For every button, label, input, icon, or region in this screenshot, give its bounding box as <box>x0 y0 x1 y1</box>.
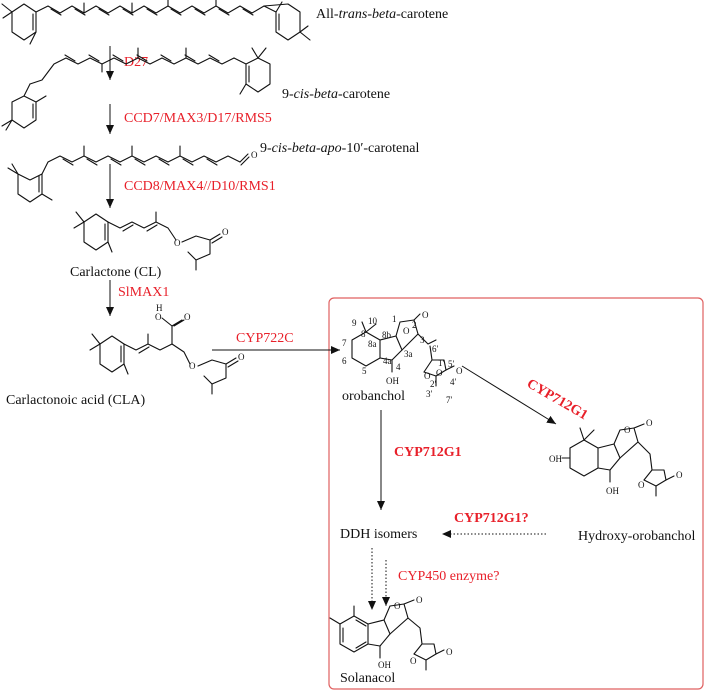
acid-carbonyl-oxygen: O <box>184 312 191 322</box>
9-cis-beta-carotene-structure <box>1 47 271 131</box>
enzyme-cyp712g1-down: CYP712G1 <box>394 445 462 460</box>
oro-carbonyl-oxygen: O <box>422 310 429 320</box>
carlactone-structure <box>73 211 223 271</box>
solanacol-structure <box>329 599 445 671</box>
apo-carotenal-label: 9-cis-beta-apo-10′-carotenal <box>260 141 419 156</box>
hydroxy-oro-carbonyl-oxygen: O <box>646 418 653 428</box>
solanacol-carbonyl-oxygen: O <box>416 595 423 605</box>
orobanchol-structure <box>351 313 455 387</box>
oro-num-8: 8 <box>361 329 366 339</box>
oro-num-5: 5 <box>362 366 367 376</box>
cla-ether-oxygen: O <box>189 361 196 371</box>
oro-num-2p: 2′ <box>430 379 437 389</box>
oro-num-2: 2 <box>412 320 417 330</box>
solanacol-ring-oxygen: O <box>394 601 401 611</box>
hydroxy-oro-lactone-oxygen: O <box>676 470 683 480</box>
hydroxy-oro-hydroxyl-left: OH <box>549 454 562 464</box>
hydroxy-orobanchol-structure <box>561 423 675 497</box>
carlactonoic-acid-label: Carlactonoic acid (CLA) <box>6 393 146 408</box>
carlactone-label: Carlactone (CL) <box>70 265 162 280</box>
carlactone-carbonyl-oxygen: O <box>222 227 229 237</box>
solanacol-lactone-oxygen: O <box>446 647 453 657</box>
oro-hydroxyl: OH <box>386 376 399 386</box>
hydroxy-oro-hydroxyl-bottom: OH <box>606 486 619 496</box>
solanacol-hydroxyl: OH <box>378 660 391 670</box>
oro-num-3: 3 <box>420 335 425 345</box>
hydroxy-oro-ring-oxygen: O <box>624 425 631 435</box>
oro-num-6: 6 <box>342 356 347 366</box>
hydroxy-oro-ether-oxygen: O <box>638 480 645 490</box>
9-cis-beta-carotene-label: 9-cis-beta-carotene <box>282 87 390 102</box>
hydroxy-orobanchol-label: Hydroxy-orobanchol <box>578 529 696 544</box>
oro-num-1p: 1′ <box>438 358 445 368</box>
orobanchol-label: orobanchol <box>342 389 405 404</box>
cla-lactone-oxygen: O <box>238 352 245 362</box>
oro-ether-oxygen: O <box>424 371 431 381</box>
enzyme-d27: D27 <box>124 55 148 70</box>
oro-num-5p: 5′ <box>448 359 455 369</box>
apo-carotenal-structure <box>7 145 250 203</box>
oro-ring-oxygen: O <box>436 368 443 378</box>
carlactonoic-acid-structure <box>89 317 239 395</box>
oro-num-4: 4 <box>396 362 401 372</box>
oro-num-4p: 4′ <box>450 377 457 387</box>
oro-num-3a: 3a <box>404 349 413 359</box>
arrow-cyp712g1-diagonal <box>461 365 557 425</box>
all-trans-beta-carotene-label: All-trans-beta-carotene <box>316 7 448 22</box>
enzyme-cyp722c: CYP722C <box>236 331 294 346</box>
acid-hydroxyl-oxygen: O <box>155 312 162 322</box>
ddh-isomers-label: DDH isomers <box>340 527 417 542</box>
enzyme-slmax1: SlMAX1 <box>118 285 169 300</box>
oro-num-7p: 7′ <box>446 395 453 405</box>
enzyme-cyp712g1-diagonal: CYP712G1 <box>524 376 590 423</box>
acid-hydrogen: H <box>156 303 163 313</box>
enzyme-cyp450: CYP450 enzyme? <box>398 569 499 584</box>
aldehyde-oxygen: O <box>251 150 258 160</box>
oro-num-3p: 3′ <box>426 389 433 399</box>
enzyme-ccd7: CCD7/MAX3/D17/RMS5 <box>124 111 272 126</box>
oro-num-1: 1 <box>392 314 397 324</box>
oro-num-8a: 8a <box>368 339 377 349</box>
oro-num-10: 10 <box>368 316 378 326</box>
enzyme-ccd8: CCD8/MAX4//D10/RMS1 <box>124 179 276 194</box>
oro-num-9: 9 <box>352 318 357 328</box>
solanacol-label: Solanacol <box>340 671 395 686</box>
oro-lactone-oxygen: O <box>456 366 463 376</box>
carlactone-oxygen: O <box>174 238 181 248</box>
oro-num-7: 7 <box>342 338 347 348</box>
enzyme-cyp712g1-question: CYP712G1? <box>454 511 529 526</box>
late-steps-box <box>328 297 704 690</box>
oro-num-8b: 8b <box>382 330 392 340</box>
all-trans-beta-carotene-structure <box>1 0 311 45</box>
solanacol-ether-oxygen: O <box>410 656 417 666</box>
oro-num-6p: 6′ <box>432 344 439 354</box>
oro-num-o1: O <box>403 326 410 336</box>
oro-num-4a: 4a <box>383 356 392 366</box>
